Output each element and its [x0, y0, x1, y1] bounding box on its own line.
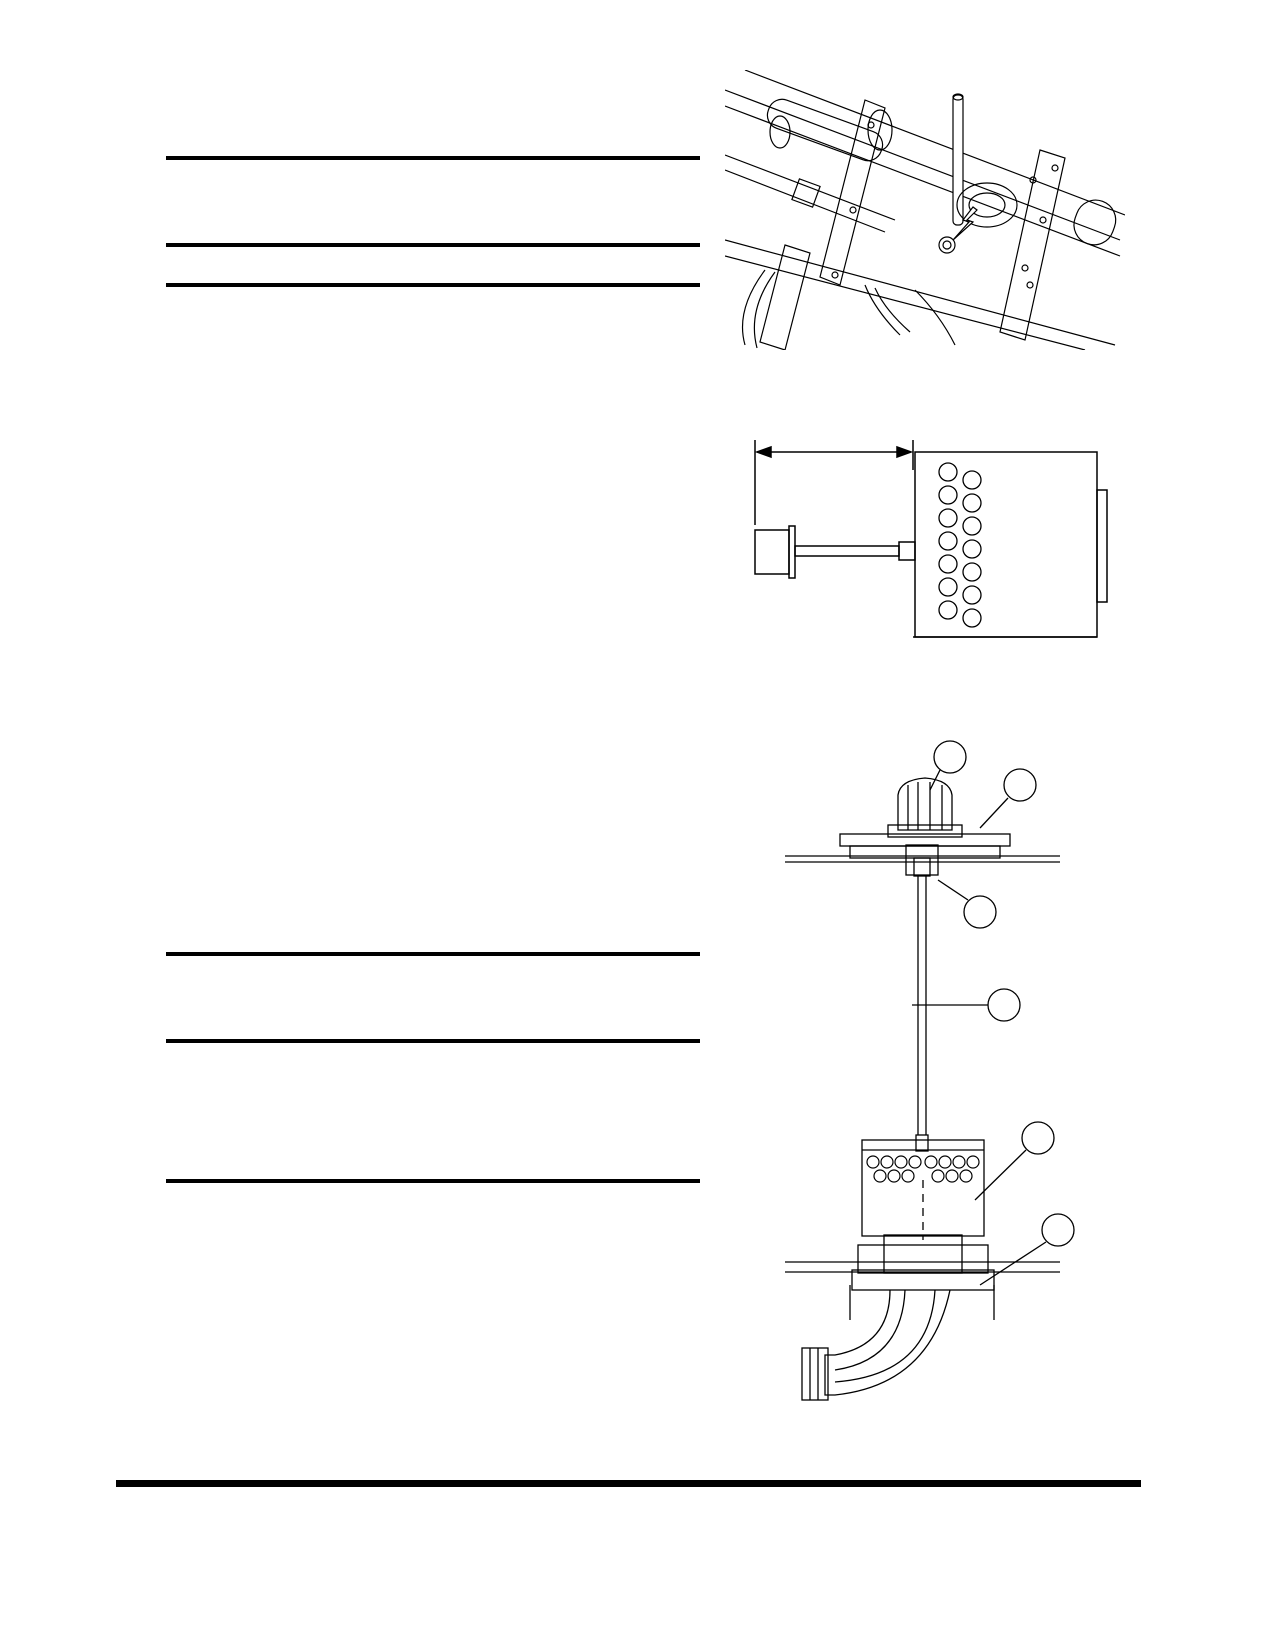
vehicle-underside-figure: [725, 70, 1125, 350]
callout-3: [963, 895, 997, 929]
footer-rule: [116, 1480, 1141, 1487]
note-top-rule: [166, 156, 700, 160]
note-separator-rule: [166, 283, 700, 287]
callout-1: [933, 740, 967, 774]
filter-assembly-figure: [780, 740, 1080, 1430]
note-bottom-rule: [166, 952, 700, 956]
callout-5: [1021, 1121, 1055, 1155]
note-bottom-rule-lower: [166, 1039, 700, 1043]
filter-dimension-figure: [735, 440, 1115, 650]
note-end-rule: [166, 1179, 700, 1183]
note-top-rule-lower: [166, 243, 700, 247]
callout-4: [987, 988, 1021, 1022]
callout-6: [1041, 1213, 1075, 1247]
callout-2: [1003, 768, 1037, 802]
